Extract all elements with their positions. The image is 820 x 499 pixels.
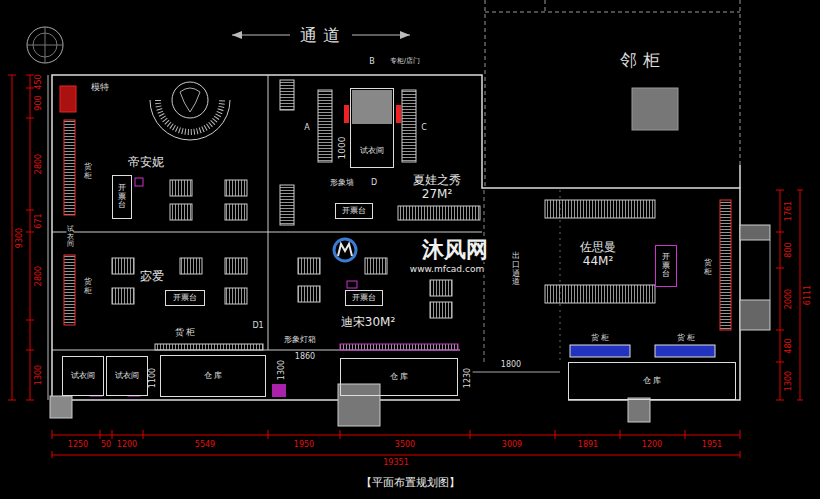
dimension: 1250: [67, 441, 89, 450]
cash-counter: 开票台: [345, 290, 383, 306]
cash-counter: 开票台: [165, 290, 205, 306]
aisle-label: 出口通道: [512, 252, 520, 287]
counter-label: 货柜: [84, 163, 92, 181]
dimension: 1200: [641, 441, 663, 450]
callout-number: D1: [251, 322, 264, 331]
dimension: 1000: [338, 136, 348, 161]
dimension: 9300: [16, 227, 25, 249]
model-label: 模特: [90, 83, 110, 93]
dimension: 2800: [35, 153, 44, 175]
box-label: 试衣间: [70, 371, 96, 380]
dimension: 1951: [701, 441, 723, 450]
dimension: 450: [35, 73, 44, 90]
dimension: 1200: [116, 441, 138, 450]
box-label: 试衣间: [359, 146, 385, 155]
dimension: 1860: [294, 353, 316, 362]
dimension: 3009: [501, 441, 523, 450]
lightbox-label: 形象灯箱: [283, 336, 317, 345]
fitting-room: 试衣间: [106, 356, 148, 396]
dimension: 480: [785, 337, 794, 354]
passage-label: 通 道: [299, 26, 340, 45]
dimension: 1300: [785, 370, 794, 392]
store-area: 帝安妮开票台: [52, 75, 268, 232]
wall-letter: A: [303, 124, 310, 133]
wall-letter: D: [370, 179, 378, 188]
fitting-label: 试衣间: [67, 226, 74, 249]
watermark: 沐风网: [421, 238, 489, 262]
neighbour-label: 邻 柜: [619, 51, 660, 70]
cash-counter: 开票台: [655, 245, 677, 287]
box-label: 开票台: [662, 253, 670, 279]
dimension: 1230: [464, 367, 473, 389]
dimension: 1761: [785, 200, 794, 222]
dimension: 2800: [35, 265, 44, 287]
box-label: 开票台: [351, 293, 377, 302]
dimension: 50: [100, 441, 112, 450]
area-name: 迪宋30M²: [340, 316, 396, 330]
dimension: 1800: [500, 361, 522, 370]
counter-label: 货 柜: [174, 328, 197, 338]
box-label: 开票台: [341, 206, 367, 215]
dimension: 19351: [382, 459, 409, 468]
dimension: 1300: [35, 364, 44, 386]
cash-counter: 开票台: [335, 203, 373, 219]
box-label: 仓 库: [642, 376, 663, 385]
counter-label: 货 柜: [590, 334, 611, 343]
watermark-url: www.mfcad.com: [409, 265, 485, 275]
caption: 【平面布置规划图】: [361, 475, 460, 490]
area-name: 帝安妮: [127, 156, 165, 170]
dimension: 1100: [149, 367, 158, 389]
area-name: 佐思曼 44M²: [569, 241, 626, 269]
box-label: 开票台: [172, 293, 198, 302]
warehouse: 仓 库: [160, 355, 266, 397]
warehouse: 仓 库: [340, 358, 458, 396]
wall-letter: C: [420, 124, 428, 133]
box-label: 试衣间: [114, 371, 140, 380]
wall-label: 形象墙: [329, 179, 355, 188]
area-name: 宓爱: [139, 270, 165, 284]
door-note: 专柜/店门: [389, 58, 421, 66]
wall-letter: B: [368, 58, 376, 67]
dimension: 1950: [293, 441, 315, 450]
counter-label: 货 柜: [676, 334, 697, 343]
area-name: 夏娃之秀 27M²: [408, 174, 465, 202]
box-label: 开票台: [118, 184, 126, 210]
dimension: 1891: [577, 441, 599, 450]
warehouse: 仓 库: [568, 362, 736, 400]
dimension: 900: [35, 94, 44, 111]
fitting-room: 试衣间: [62, 356, 104, 396]
dimension: 800: [785, 241, 794, 258]
dimension: 1300: [278, 359, 287, 381]
box-label: 仓 库: [203, 371, 224, 380]
box-label: 仓 库: [389, 372, 410, 381]
store-area: 佐思曼 44M² 开票台: [482, 190, 740, 365]
store-area: 夏娃之秀 27M² 试衣间开票台: [268, 75, 482, 232]
dimension: 6111: [804, 284, 813, 306]
dimension: 671: [35, 212, 44, 229]
counter-label: 货柜: [84, 278, 92, 296]
dimension: 3500: [394, 441, 416, 450]
dimension: 2000: [785, 288, 794, 310]
fitting-room: 试衣间: [350, 88, 394, 168]
counter-label: 货柜: [704, 259, 712, 277]
cash-counter: 开票台: [112, 175, 132, 219]
dimension: 5549: [194, 441, 216, 450]
